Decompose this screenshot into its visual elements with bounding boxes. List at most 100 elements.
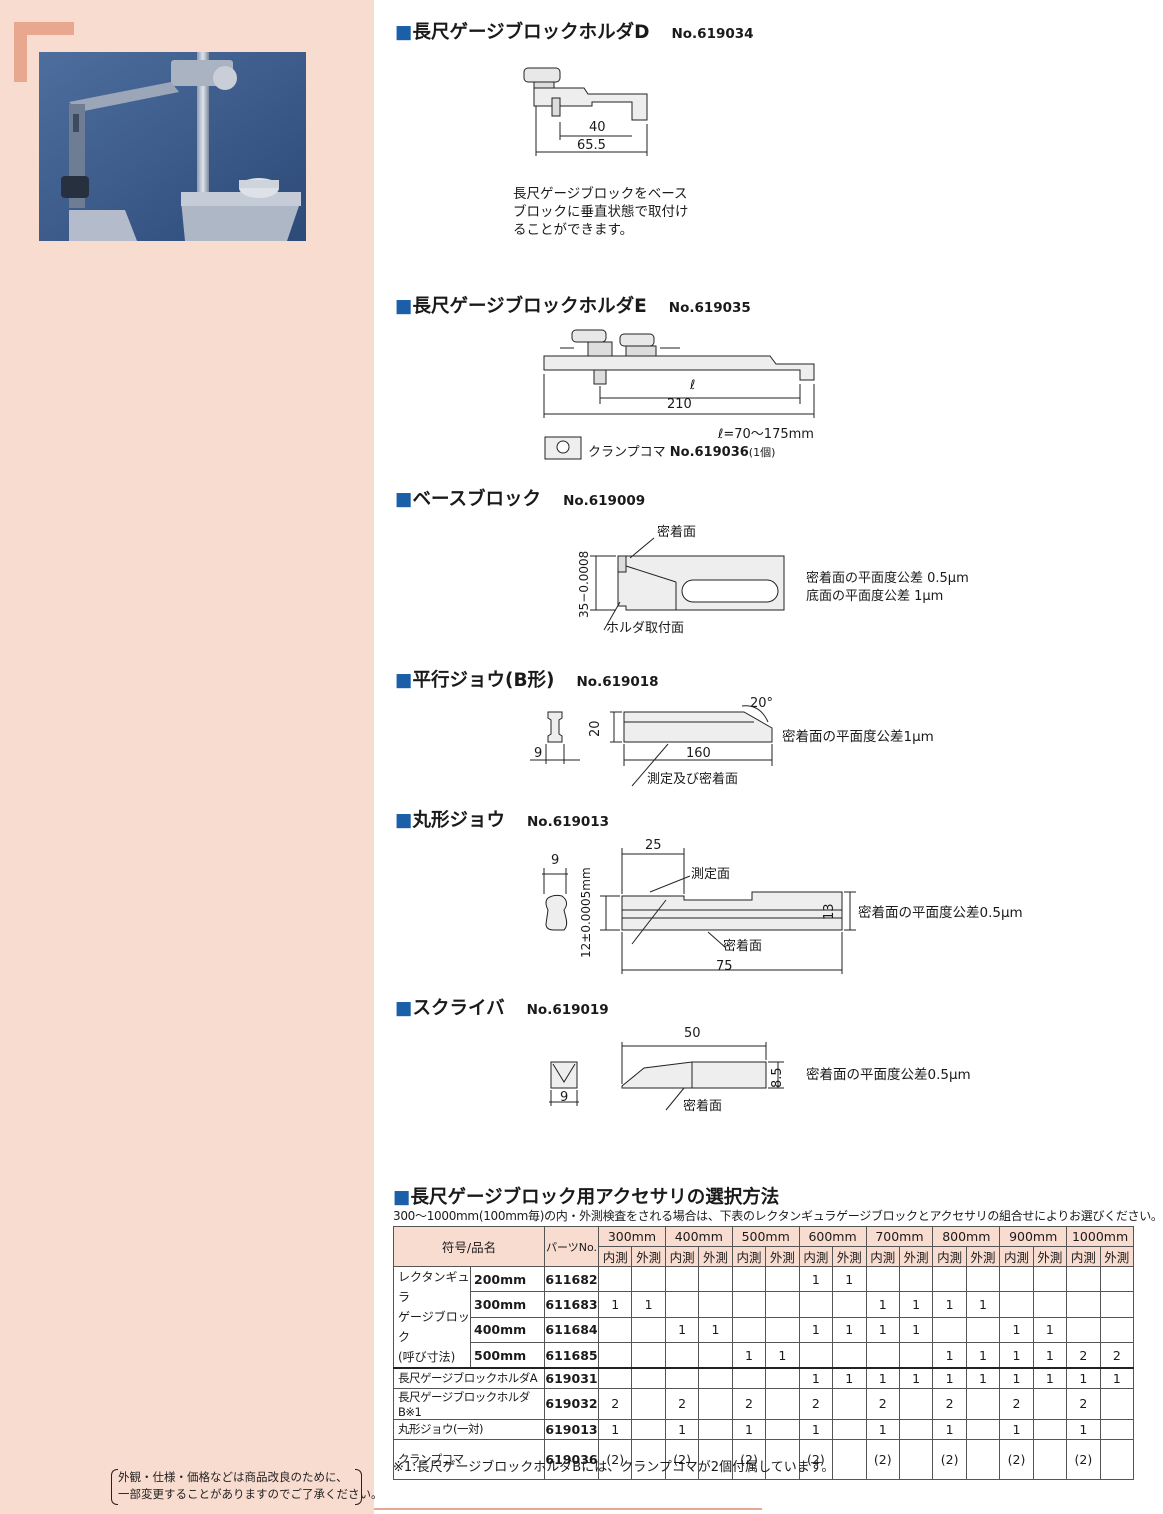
table-cell bbox=[631, 1265, 666, 1293]
table-cell: 1 bbox=[832, 1316, 867, 1344]
table-cell bbox=[698, 1418, 733, 1440]
table-cell: 2 bbox=[798, 1387, 834, 1420]
subheader-inner: 内測 bbox=[1066, 1246, 1101, 1267]
part-number: No.619019 bbox=[526, 1002, 609, 1018]
part-number: No.619034 bbox=[671, 26, 754, 42]
table-cell bbox=[631, 1418, 666, 1440]
table-cell bbox=[898, 1342, 934, 1369]
table-cell bbox=[765, 1316, 800, 1344]
table-cell bbox=[765, 1265, 800, 1293]
title-text: スクライバ bbox=[412, 998, 505, 1019]
table-cell bbox=[832, 1291, 867, 1318]
dim-20: 20 bbox=[588, 720, 603, 737]
table-cell bbox=[1099, 1291, 1135, 1318]
table-cell bbox=[597, 1316, 633, 1344]
title-text: 長尺ゲージブロック用アクセサリの選択方法 bbox=[410, 1187, 780, 1208]
table-cell: 1 bbox=[1032, 1367, 1068, 1389]
table-cell bbox=[1066, 1291, 1101, 1318]
label-measure-face: 測定面 bbox=[691, 867, 731, 882]
table-cell bbox=[631, 1316, 666, 1344]
table-cell bbox=[731, 1265, 767, 1293]
table-cell: (2) bbox=[932, 1438, 967, 1480]
header-size: 800mm bbox=[932, 1226, 1001, 1247]
table-cell: (2) bbox=[597, 1438, 633, 1480]
row-name: クランプコマ bbox=[393, 1438, 545, 1480]
table-cell: 1 bbox=[1066, 1418, 1101, 1440]
dim-9: 9 bbox=[551, 853, 560, 868]
table-cell bbox=[1032, 1265, 1068, 1293]
table-cell bbox=[631, 1342, 666, 1369]
subheader-outer: 外測 bbox=[965, 1246, 1001, 1267]
dim-13: 13 bbox=[822, 903, 837, 920]
desc-line: ることができます。 bbox=[513, 222, 634, 238]
table-cell: 1 bbox=[965, 1367, 1001, 1389]
table-cell: 1 bbox=[798, 1418, 834, 1440]
table-cell bbox=[1066, 1316, 1101, 1344]
table-cell bbox=[965, 1265, 1001, 1293]
table-cell: 1 bbox=[999, 1367, 1034, 1389]
base-block-specs: 密着面の平面度公差 0.5μm 底面の平面度公差 1μm bbox=[806, 570, 969, 606]
table-cell: 1 bbox=[999, 1418, 1034, 1440]
table-cell bbox=[731, 1291, 767, 1318]
row-size: 300mm bbox=[470, 1291, 545, 1318]
subheader-inner: 内測 bbox=[664, 1246, 700, 1267]
table-cell: 2 bbox=[1099, 1342, 1135, 1369]
dim-160: 160 bbox=[686, 746, 711, 761]
table-cell: (2) bbox=[1066, 1438, 1101, 1480]
subheader-inner: 内測 bbox=[865, 1246, 900, 1267]
footer-rule bbox=[374, 1508, 762, 1510]
table-cell: (2) bbox=[798, 1438, 834, 1480]
subheader-inner: 内測 bbox=[597, 1246, 633, 1267]
header-size: 500mm bbox=[731, 1226, 800, 1247]
table-cell: 1 bbox=[731, 1342, 767, 1369]
group-label-line: ゲージブロック bbox=[398, 1310, 470, 1344]
table-cell bbox=[698, 1342, 733, 1369]
group-label-line: (呼び寸法) bbox=[398, 1350, 456, 1364]
round-jaw-spec: 密着面の平面度公差0.5μm bbox=[858, 905, 1023, 921]
row-part-number: 611682 bbox=[544, 1265, 599, 1293]
round-jaw-drawing bbox=[540, 848, 850, 976]
dim-65-5: 65.5 bbox=[577, 138, 606, 153]
table-cell: 2 bbox=[865, 1387, 900, 1420]
row-part-number: 619013 bbox=[544, 1418, 599, 1440]
table-cell: 1 bbox=[965, 1342, 1001, 1369]
table-cell bbox=[965, 1438, 1001, 1480]
table-cell bbox=[664, 1342, 700, 1369]
table-cell: 1 bbox=[798, 1265, 834, 1293]
product-photo bbox=[39, 52, 306, 241]
table-cell bbox=[765, 1438, 800, 1480]
table-cell: 1 bbox=[865, 1418, 900, 1440]
row-part-number: 619031 bbox=[544, 1367, 599, 1389]
dim-75: 75 bbox=[716, 959, 733, 974]
table-cell: 1 bbox=[1032, 1316, 1068, 1344]
dim-35: 35−0.0008 bbox=[577, 550, 591, 618]
table-cell: 1 bbox=[798, 1367, 834, 1389]
angle-20: 20° bbox=[750, 696, 774, 711]
title-text: 長尺ゲージブロックホルダE bbox=[412, 296, 647, 317]
table-cell bbox=[765, 1291, 800, 1318]
table-cell: 1 bbox=[798, 1316, 834, 1344]
base-block-drawing bbox=[586, 536, 788, 632]
table-cell bbox=[765, 1367, 800, 1389]
selection-table-intro: 300〜1000mm(100mm毎)の内・外測検査をされる場合は、下表のレクタン… bbox=[393, 1209, 1163, 1223]
dim-9: 9 bbox=[560, 1090, 569, 1105]
dim-40: 40 bbox=[589, 120, 606, 135]
table-cell: 1 bbox=[832, 1265, 867, 1293]
part-number: No.619009 bbox=[563, 493, 646, 509]
label-holder-mount-face: ホルダ取付面 bbox=[606, 621, 685, 636]
header-size: 400mm bbox=[664, 1226, 733, 1247]
table-cell: 1 bbox=[865, 1316, 900, 1344]
table-cell bbox=[832, 1438, 867, 1480]
table-cell bbox=[798, 1342, 834, 1369]
table-cell bbox=[832, 1387, 867, 1420]
dim-9: 9 bbox=[534, 746, 543, 761]
table-cell bbox=[1066, 1265, 1101, 1293]
row-name: 長尺ゲージブロックホルダB※1 bbox=[393, 1387, 545, 1420]
table-cell bbox=[898, 1418, 934, 1440]
table-cell: 1 bbox=[865, 1367, 900, 1389]
table-cell bbox=[664, 1291, 700, 1318]
table-cell: 1 bbox=[698, 1316, 733, 1344]
